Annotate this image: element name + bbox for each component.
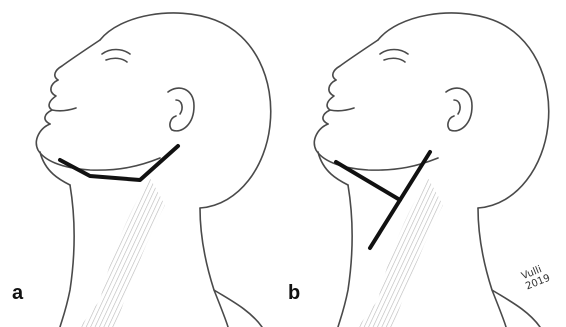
panel-b: [314, 13, 548, 327]
neck-muscle-shading-a: [80, 178, 165, 327]
panel-a: [36, 13, 270, 327]
panel-label-b: b: [288, 282, 300, 305]
incision-line-b-horizontal: [336, 162, 400, 200]
incision-line-a: [60, 146, 178, 180]
panel-label-a: a: [12, 282, 23, 305]
